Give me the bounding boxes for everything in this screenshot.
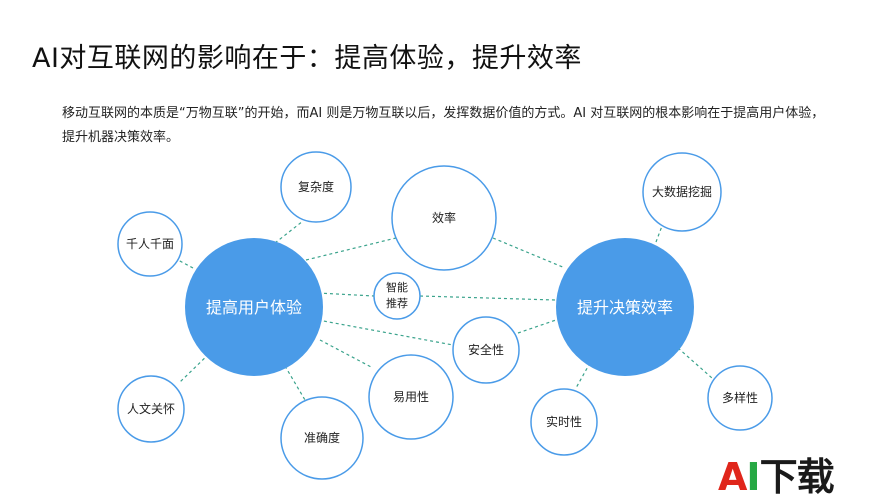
node-circles — [117, 151, 773, 480]
watermark-logo: AI下载 — [718, 446, 835, 501]
hub-labels: 提高用户体验 提升决策效率 — [206, 298, 673, 317]
connector-right-diversity — [677, 347, 713, 379]
node-personalization-label: 千人千面 — [126, 237, 174, 251]
watermark-text: 下载 — [759, 455, 835, 499]
connector-left-usability — [319, 339, 374, 369]
node-smart-label-line2: 推荐 — [386, 296, 408, 310]
node-accuracy-label: 准确度 — [304, 430, 340, 445]
node-smart-label-line1: 智能 — [386, 280, 408, 294]
node-diversity-circle — [707, 365, 773, 431]
connector-right-realtime — [575, 362, 591, 389]
connector-left-complexity — [274, 220, 304, 244]
node-efficiency-label: 效率 — [432, 210, 456, 225]
node-complexity-label: 复杂度 — [298, 179, 334, 194]
node-efficiency-circle — [391, 165, 497, 271]
node-usability-label: 易用性 — [393, 390, 429, 404]
node-realtime-circle — [530, 388, 598, 456]
connector-left-efficiency — [305, 237, 397, 261]
connector-right-security — [517, 319, 557, 334]
node-humanistic-circle — [117, 375, 185, 443]
node-realtime-label: 实时性 — [546, 414, 582, 429]
node-bigdata-label: 大数据挖掘 — [652, 184, 712, 199]
node-accuracy-circle — [280, 396, 364, 480]
node-bigdata-circle — [642, 152, 722, 232]
page-title: AI对互联网的影响在于：提高体验，提升效率 — [32, 43, 582, 74]
node-security-label: 安全性 — [468, 342, 504, 357]
node-diversity-label: 多样性 — [722, 390, 758, 405]
hub-left-circle — [185, 238, 323, 376]
connector-right-bigdata — [655, 225, 663, 243]
watermark-a: A — [718, 455, 747, 499]
connectors — [177, 220, 713, 401]
node-smart-circle — [373, 272, 421, 320]
node-complexity-circle — [280, 151, 352, 223]
connector-left-accuracy — [284, 365, 306, 401]
watermark-i: I — [746, 455, 760, 499]
connector-left-security — [317, 319, 454, 346]
connector-right-efficiency — [492, 237, 566, 269]
node-labels: 复杂度 千人千面 效率 智能 推荐 安全性 易用性 人文关怀 准确度 大数据挖掘… — [126, 179, 758, 445]
connector-left-smart — [317, 292, 375, 297]
hub-circles — [185, 238, 694, 376]
node-usability-circle — [368, 354, 454, 440]
hub-left-label: 提高用户体验 — [206, 298, 302, 317]
node-security-circle — [452, 316, 520, 384]
page-subtitle: 移动互联网的本质是“万物互联”的开始，而AI 则是万物互联以后，发挥数据价值的方… — [62, 106, 825, 145]
node-personalization-circle — [117, 211, 183, 277]
node-humanistic-label: 人文关怀 — [127, 401, 175, 416]
hub-right-label: 提升决策效率 — [577, 298, 673, 317]
connector-right-smart — [419, 295, 556, 301]
hub-right-circle — [556, 238, 694, 376]
connector-left-personalization — [177, 259, 194, 269]
